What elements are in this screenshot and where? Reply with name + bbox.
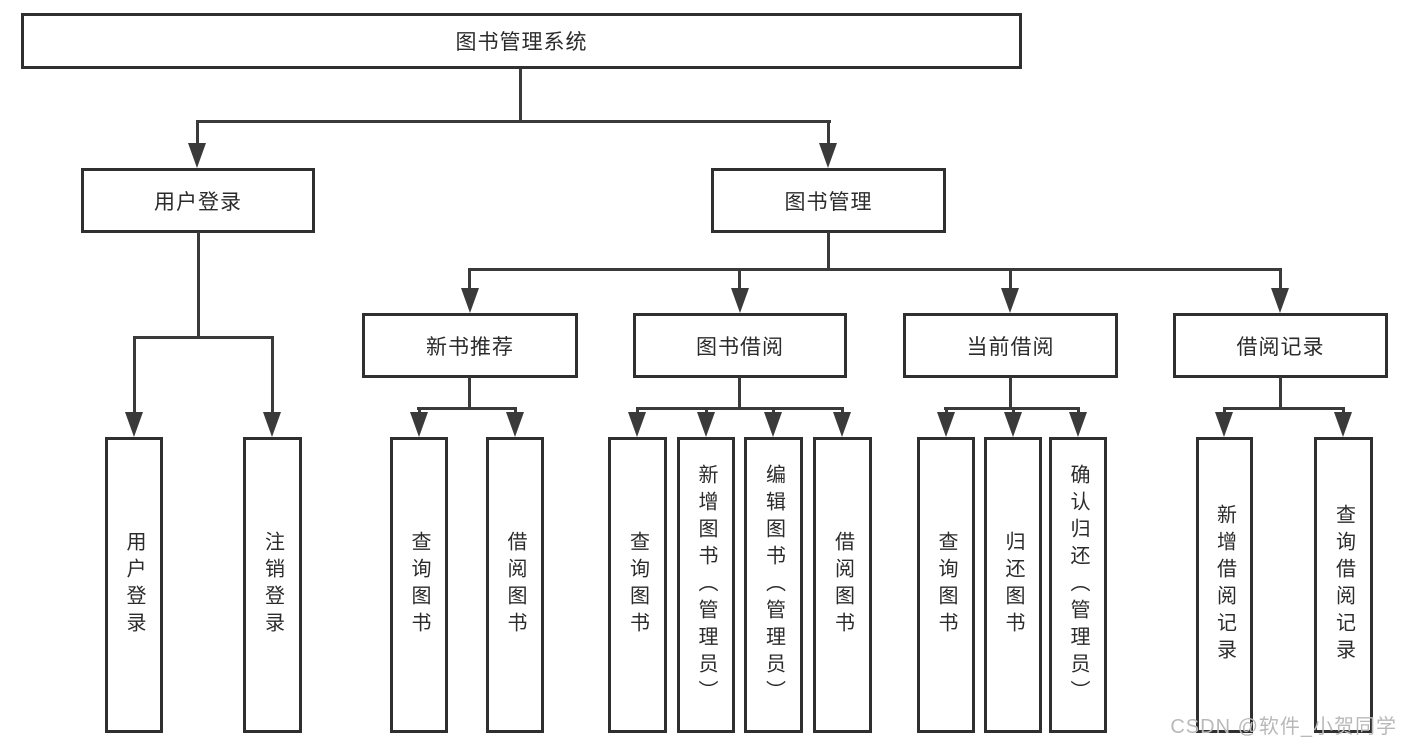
node-library-management-system: 图书管理系统	[21, 13, 1022, 69]
connector-drop-book-borrowing	[738, 268, 741, 292]
leaf-add-book-admin: 新增图书（管理员）	[677, 437, 735, 733]
node-new-book-recommendation: 新书推荐	[362, 313, 578, 378]
leaf-borrow-books-recommend: 借阅图书	[486, 437, 544, 733]
arrow-down-icon	[410, 412, 428, 437]
connector-level2-rail	[196, 120, 831, 123]
connector-book-management-stem	[827, 232, 830, 270]
node-book-borrowing: 图书借阅	[633, 313, 847, 378]
arrow-down-icon	[1001, 288, 1019, 313]
connector-borrowing-records-rail	[1223, 407, 1345, 410]
connector-drop-borrowing-records	[1279, 268, 1282, 292]
arrow-down-icon	[937, 412, 955, 437]
arrow-down-icon	[731, 288, 749, 313]
node-book-management: 图书管理	[711, 168, 946, 233]
arrow-down-icon	[819, 143, 837, 168]
leaf-borrow-books-borrowing: 借阅图书	[813, 437, 872, 733]
arrow-down-icon	[1215, 412, 1233, 437]
node-borrowing-records: 借阅记录	[1173, 313, 1388, 378]
arrow-down-icon	[1334, 412, 1352, 437]
node-current-borrowing: 当前借阅	[903, 313, 1118, 378]
arrow-down-icon	[461, 288, 479, 313]
node-user-login: 用户登录	[81, 168, 315, 233]
arrow-down-icon	[628, 412, 646, 437]
connector-drop-current-borrowing	[1009, 268, 1012, 292]
leaf-logout: 注销登录	[243, 437, 302, 733]
leaf-query-books-recommend: 查询图书	[390, 437, 448, 733]
connector-root-stem	[519, 69, 522, 123]
leaf-query-books-current: 查询图书	[917, 437, 975, 733]
arrow-down-icon	[506, 412, 524, 437]
leaf-add-borrow-record: 新增借阅记录	[1196, 437, 1253, 733]
leaf-query-borrow-record: 查询借阅记录	[1314, 437, 1373, 733]
csdn-watermark: CSDN @软件_小贺同学	[1170, 716, 1397, 738]
connector-drop-book-management	[827, 120, 830, 146]
connector-level3-rail	[468, 268, 1282, 271]
connector-new-book-recommendation-rail	[417, 407, 517, 410]
arrow-down-icon	[125, 412, 143, 437]
connector-drop-leaf-logout	[271, 336, 274, 414]
connector-drop-leaf-user-login	[133, 336, 136, 414]
connector-current-borrowing-stem	[1009, 377, 1012, 409]
leaf-query-books-borrowing: 查询图书	[608, 437, 667, 733]
leaf-confirm-return-admin: 确认归还（管理员）	[1049, 437, 1107, 733]
arrow-down-icon	[764, 412, 782, 437]
arrow-down-icon	[1271, 288, 1289, 313]
arrow-down-icon	[1069, 412, 1087, 437]
leaf-return-book: 归还图书	[984, 437, 1042, 733]
connector-user-login-stem	[197, 232, 200, 338]
leaf-user-login: 用户登录	[105, 437, 163, 733]
connector-user-login-rail	[133, 336, 274, 339]
connector-new-book-recommendation-stem	[468, 377, 471, 409]
connector-book-borrowing-stem	[738, 377, 741, 409]
connector-borrowing-records-stem	[1279, 377, 1282, 409]
arrow-down-icon	[697, 412, 715, 437]
connector-book-borrowing-rail	[636, 407, 844, 410]
leaf-edit-book-admin: 编辑图书（管理员）	[744, 437, 803, 733]
connector-drop-new-book-recommendation	[468, 268, 471, 292]
arrow-down-icon	[188, 143, 206, 168]
arrow-down-icon	[833, 412, 851, 437]
arrow-down-icon	[263, 412, 281, 437]
connector-drop-user-login	[196, 120, 199, 146]
arrow-down-icon	[1004, 412, 1022, 437]
